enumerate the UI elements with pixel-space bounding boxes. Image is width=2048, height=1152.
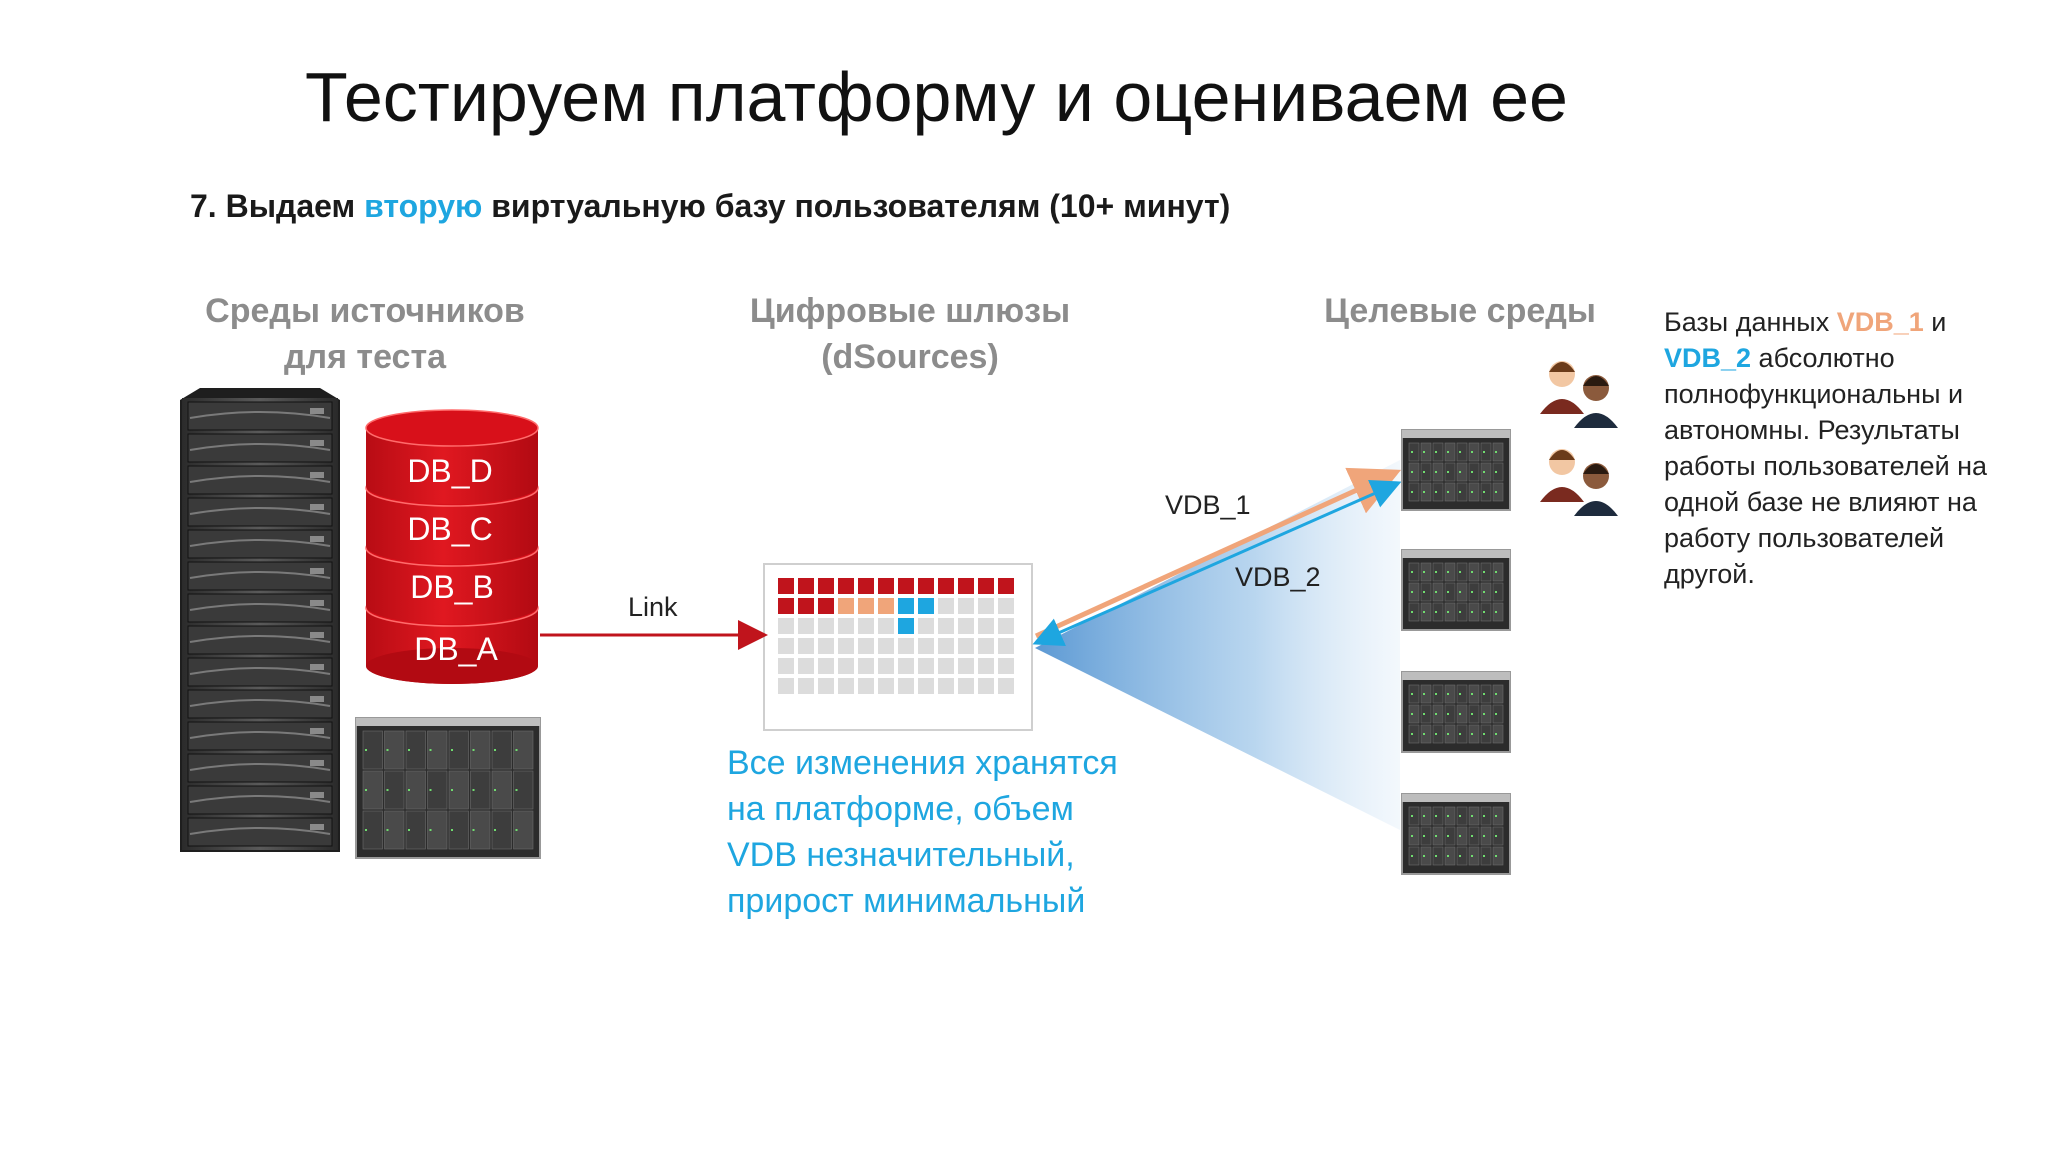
- sources-heading-line2: для теста: [283, 338, 447, 376]
- db-label: DB_A: [414, 631, 498, 667]
- blade-chassis-icon: [1401, 549, 1511, 631]
- gateways-heading-line1: Цифровые шлюзы: [749, 292, 1071, 330]
- note-vdb1: VDB_1: [1836, 307, 1924, 337]
- note-part1: Базы данных: [1664, 307, 1837, 337]
- db-label: DB_C: [407, 511, 492, 547]
- gateways-heading: Цифровые шлюзы (dSources): [720, 288, 1100, 380]
- vdb2-label: VDB_2: [1235, 562, 1321, 592]
- note-part2: и: [1923, 307, 1947, 337]
- vdb1-label: VDB_1: [1165, 490, 1251, 520]
- change-note-line: на платформе, объем: [727, 790, 1074, 828]
- server-rack-icon: [180, 388, 340, 852]
- blade-chassis-icon: [355, 717, 541, 859]
- page-title: Тестируем платформу и оцениваем ее: [305, 58, 1568, 136]
- change-note-line: VDB незначительный,: [727, 836, 1075, 874]
- db-label: DB_B: [410, 569, 494, 605]
- change-note: Все изменения хранятся на платформе, объ…: [727, 740, 1147, 924]
- storage-grid-icon: [763, 563, 1033, 731]
- gateways-heading-line2: (dSources): [821, 338, 999, 376]
- blade-chassis-icon: [1401, 671, 1511, 753]
- sources-heading-line1: Среды источников: [205, 292, 525, 330]
- db-label: DB_D: [407, 453, 492, 489]
- change-note-line: Все изменения хранятся: [727, 744, 1118, 782]
- note-vdb2: VDB_2: [1664, 343, 1752, 373]
- step-suffix: виртуальную базу пользователям (10+ мину…: [482, 188, 1231, 224]
- targets-heading: Целевые среды: [1290, 288, 1630, 334]
- link-label: Link: [628, 592, 678, 622]
- change-note-line: прирост минимальный: [727, 882, 1086, 920]
- blade-chassis-icon: [1401, 793, 1511, 875]
- sources-heading: Среды источников для теста: [200, 288, 530, 380]
- blade-chassis-icon: [1401, 429, 1511, 511]
- database-stack: [365, 409, 539, 684]
- vdb2-arrow: [1032, 479, 1402, 647]
- step-prefix: 7. Выдаем: [190, 188, 365, 224]
- targets-heading-line1: Целевые среды: [1324, 292, 1596, 330]
- step-highlight: вторую: [364, 188, 483, 224]
- step-heading: 7. Выдаем вторую виртуальную базу пользо…: [190, 188, 1230, 225]
- note-part3: абсолютно полнофункциональны и автономны…: [1664, 343, 1988, 589]
